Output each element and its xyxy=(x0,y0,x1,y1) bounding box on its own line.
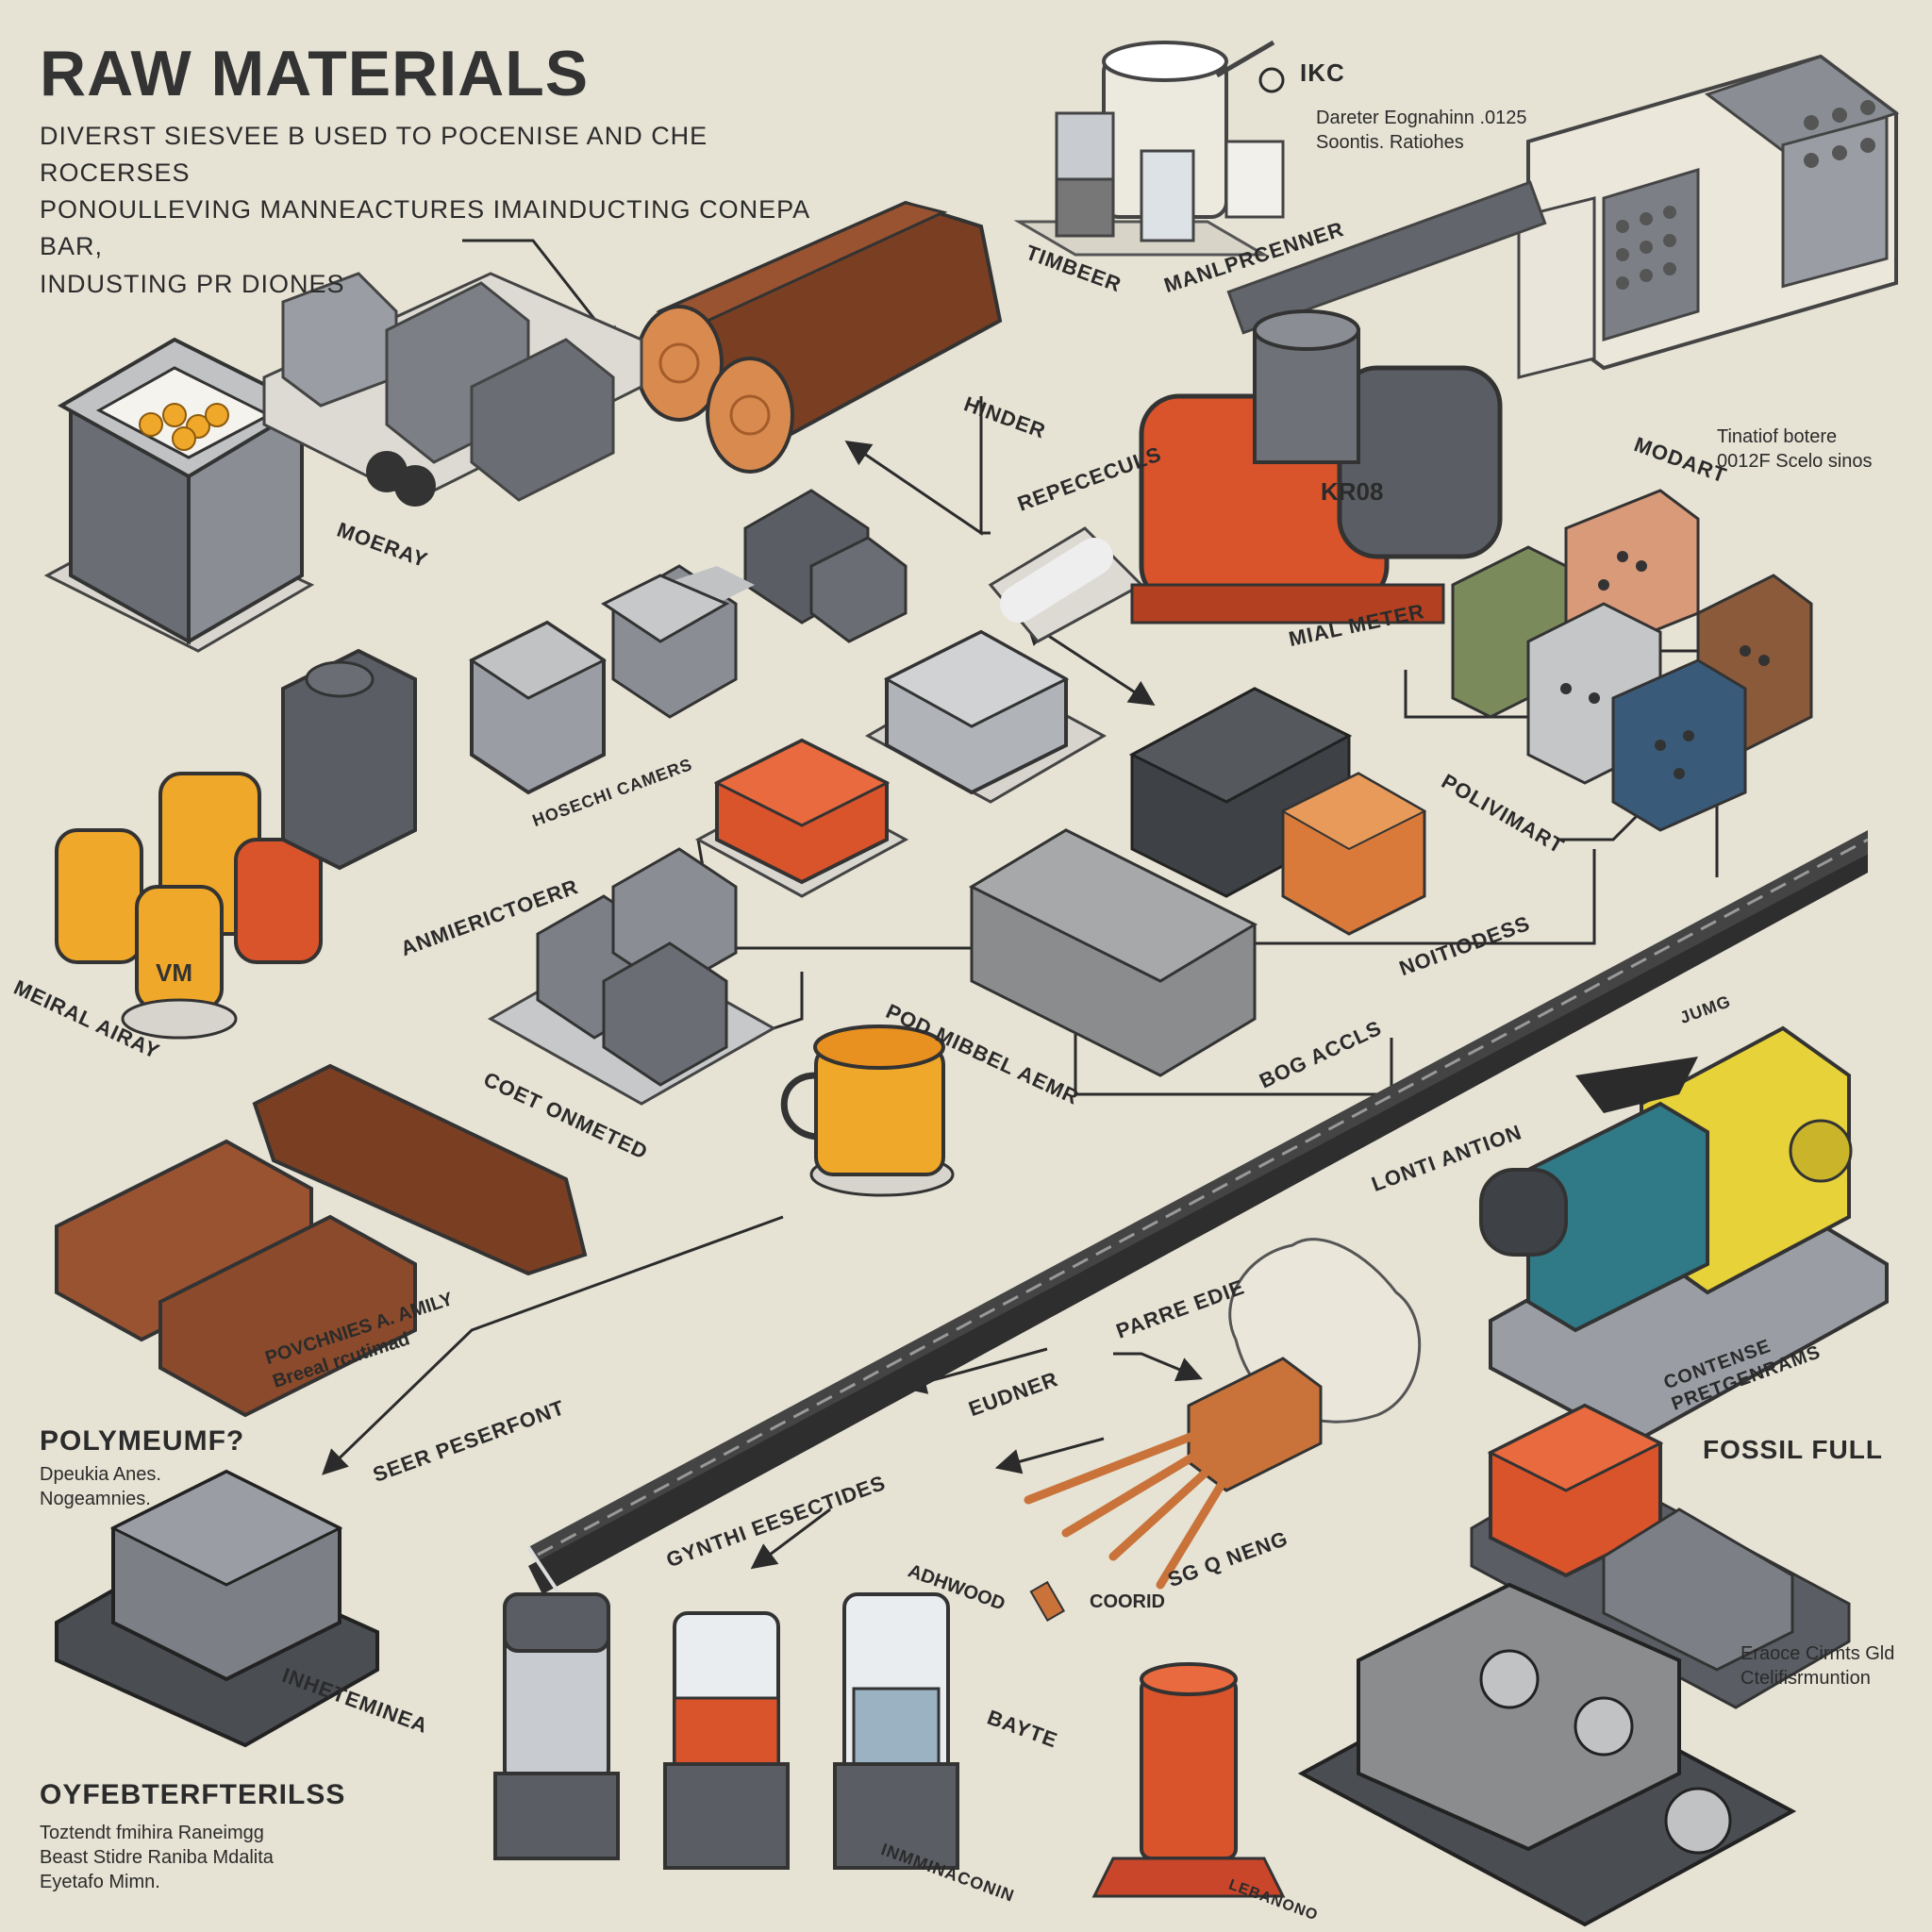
wood-planks-illustration xyxy=(55,1063,588,1418)
machine-badge: KR08 xyxy=(1321,477,1383,506)
ikc-caption: Dareter Eognahinn .0125 Soontis. Ratiohe… xyxy=(1316,108,1527,153)
fossil-heading: FOSSIL FULL xyxy=(1703,1435,1883,1464)
red-brick-illustration xyxy=(694,738,909,898)
yellow-mug-illustration xyxy=(780,1024,955,1197)
polymeum-text: Dpeukia Anes. Nogeamnies. xyxy=(40,1464,161,1509)
silver-slab-illustration xyxy=(864,629,1108,804)
jars-illustration xyxy=(493,1592,959,1870)
copper-fork-illustration xyxy=(1024,1357,1323,1622)
poster-title: RAW MATERIALS xyxy=(40,38,590,109)
poster-subtitle: DIVERST SIESVEE B USED TO POCENISE AND C… xyxy=(40,122,809,298)
colored-cubes-illustration xyxy=(1451,489,1813,832)
perforated-press-illustration xyxy=(1226,54,1900,379)
press-line-illustration xyxy=(262,272,643,507)
modart-note: Tinatiof botere 0012F Scelo sinos xyxy=(1717,426,1873,472)
stone-gabions-illustration xyxy=(968,828,1258,1077)
timber-logs-illustration xyxy=(635,200,1003,474)
fossil-block-illustration xyxy=(1470,1403,1851,1709)
canisters-illustration: VM xyxy=(55,648,417,1040)
ingot-mold-illustration xyxy=(55,1469,379,1748)
gear-machine-illustration xyxy=(1297,1582,1797,1927)
ikc-label: IKC xyxy=(1300,58,1345,87)
fossil-text: Eraoce Cirmts Gld Ctelifisrmuntion xyxy=(1740,1643,1895,1689)
red-cylinder-illustration xyxy=(1091,1662,1286,1898)
conveyor-belt xyxy=(526,830,1869,1606)
dark-bricks-illustration xyxy=(1128,687,1427,936)
polymeum-heading: POLYMEUMF? xyxy=(40,1425,245,1457)
lab-vessels-illustration xyxy=(1013,40,1285,257)
yellow-lathe-illustration xyxy=(1479,1025,1889,1446)
gray-blocks-illustration xyxy=(469,489,908,795)
red-pump-machine-illustration: KR08 xyxy=(988,309,1503,643)
furnace-illustration xyxy=(43,337,315,653)
metal-dice-illustration xyxy=(487,847,777,1106)
label-coorid: COORID xyxy=(1090,1591,1165,1612)
canister-mark: VM xyxy=(156,958,192,987)
oyfebt-heading: OYFEBTERFTERILSS xyxy=(40,1779,346,1810)
oyfebt-text: Toztendt fmihira Raneimgg Beast Stidre R… xyxy=(40,1823,274,1892)
